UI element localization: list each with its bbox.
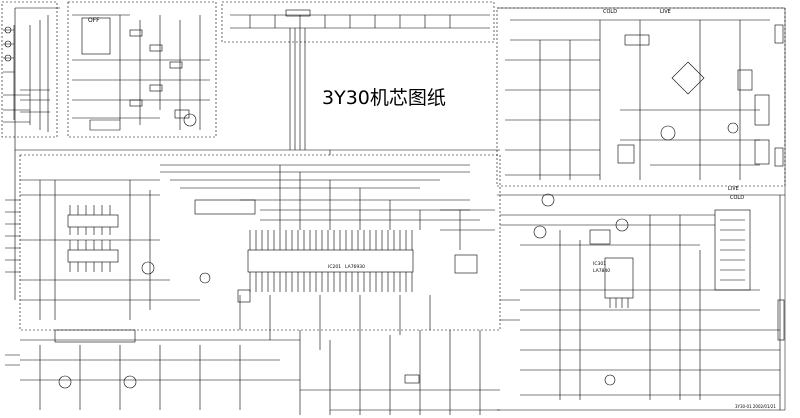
ic201-label: IC201 <box>328 264 341 270</box>
cold-label-mid: COLD <box>730 195 744 201</box>
ic201-part-label: LA76930 <box>345 264 365 270</box>
ic301-label: IC301 <box>593 261 606 267</box>
cold-label-top: COLD <box>603 9 617 15</box>
main-board-outline <box>19 154 501 331</box>
left-rail <box>14 7 60 300</box>
ic201-body <box>247 249 414 273</box>
keyboard-module-outline <box>221 1 495 43</box>
tuner-module-outline <box>67 1 217 138</box>
ic301-part-label: LA7840 <box>593 268 610 274</box>
off-label: OFF <box>88 17 100 24</box>
ic301-body <box>604 257 634 299</box>
schematic-title: 3Y30机芯图纸 <box>322 87 446 109</box>
live-label-top: LIVE <box>660 9 671 15</box>
live-label-mid: LIVE <box>728 186 739 192</box>
footer-label: 3Y30-01 2002/01/21 <box>735 404 776 409</box>
av-input-module-outline <box>1 1 58 138</box>
